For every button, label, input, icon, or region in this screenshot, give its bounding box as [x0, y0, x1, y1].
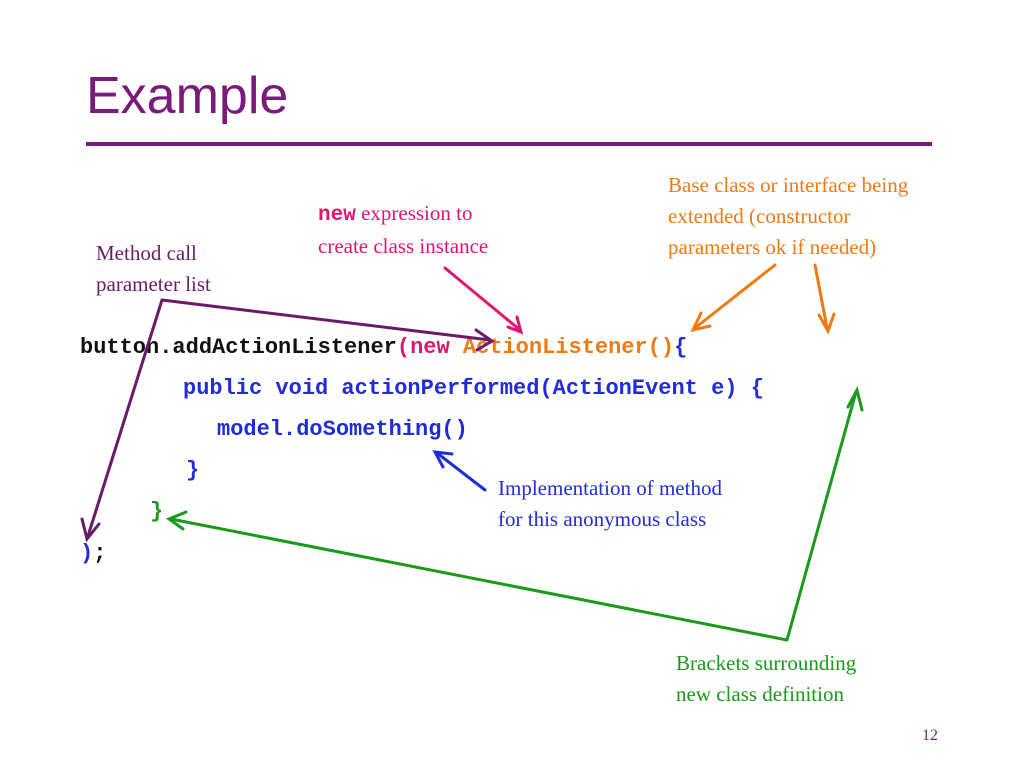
- brackets-arrows: [165, 385, 864, 642]
- slide-title: Example: [86, 67, 289, 125]
- open-paren: (: [396, 335, 411, 360]
- method-call-annotation: Method call parameter list: [96, 241, 211, 296]
- base-class-arrows: [690, 263, 836, 335]
- implementation-annotation: Implementation of method for this anonym…: [498, 476, 722, 531]
- new-expression-annotation: new expression to create class instance: [318, 198, 488, 262]
- brackets-annotation: Brackets surrounding new class definitio…: [676, 651, 857, 706]
- class-open-brace: {: [674, 335, 688, 360]
- page-number: 12: [922, 727, 938, 744]
- new-expression-text: expression to create class instance: [318, 201, 489, 258]
- method-call-arrows: [80, 298, 495, 543]
- method-call-text: button.addActionListener: [80, 335, 397, 360]
- base-class-annotation: Base class or interface being extended (…: [668, 173, 909, 259]
- semicolon: ;: [93, 541, 107, 566]
- code-line-1: button.addActionListener(new ActionListe…: [80, 337, 687, 359]
- new-keyword: new: [410, 335, 450, 360]
- code-line-4: }: [186, 458, 200, 483]
- new-expression-arrow: [443, 266, 524, 335]
- new-keyword-label: new: [318, 204, 356, 227]
- code-line-5: }: [150, 499, 164, 524]
- close-paren: ): [80, 541, 94, 566]
- base-class-name: ActionListener(): [462, 335, 675, 360]
- implementation-arrow: [432, 450, 487, 492]
- title-underline: [86, 142, 932, 146]
- code-line-2: public void actionPerformed(ActionEvent …: [183, 376, 764, 401]
- code-line-6: );: [80, 543, 106, 565]
- code-line-3: model.doSomething(): [217, 417, 468, 442]
